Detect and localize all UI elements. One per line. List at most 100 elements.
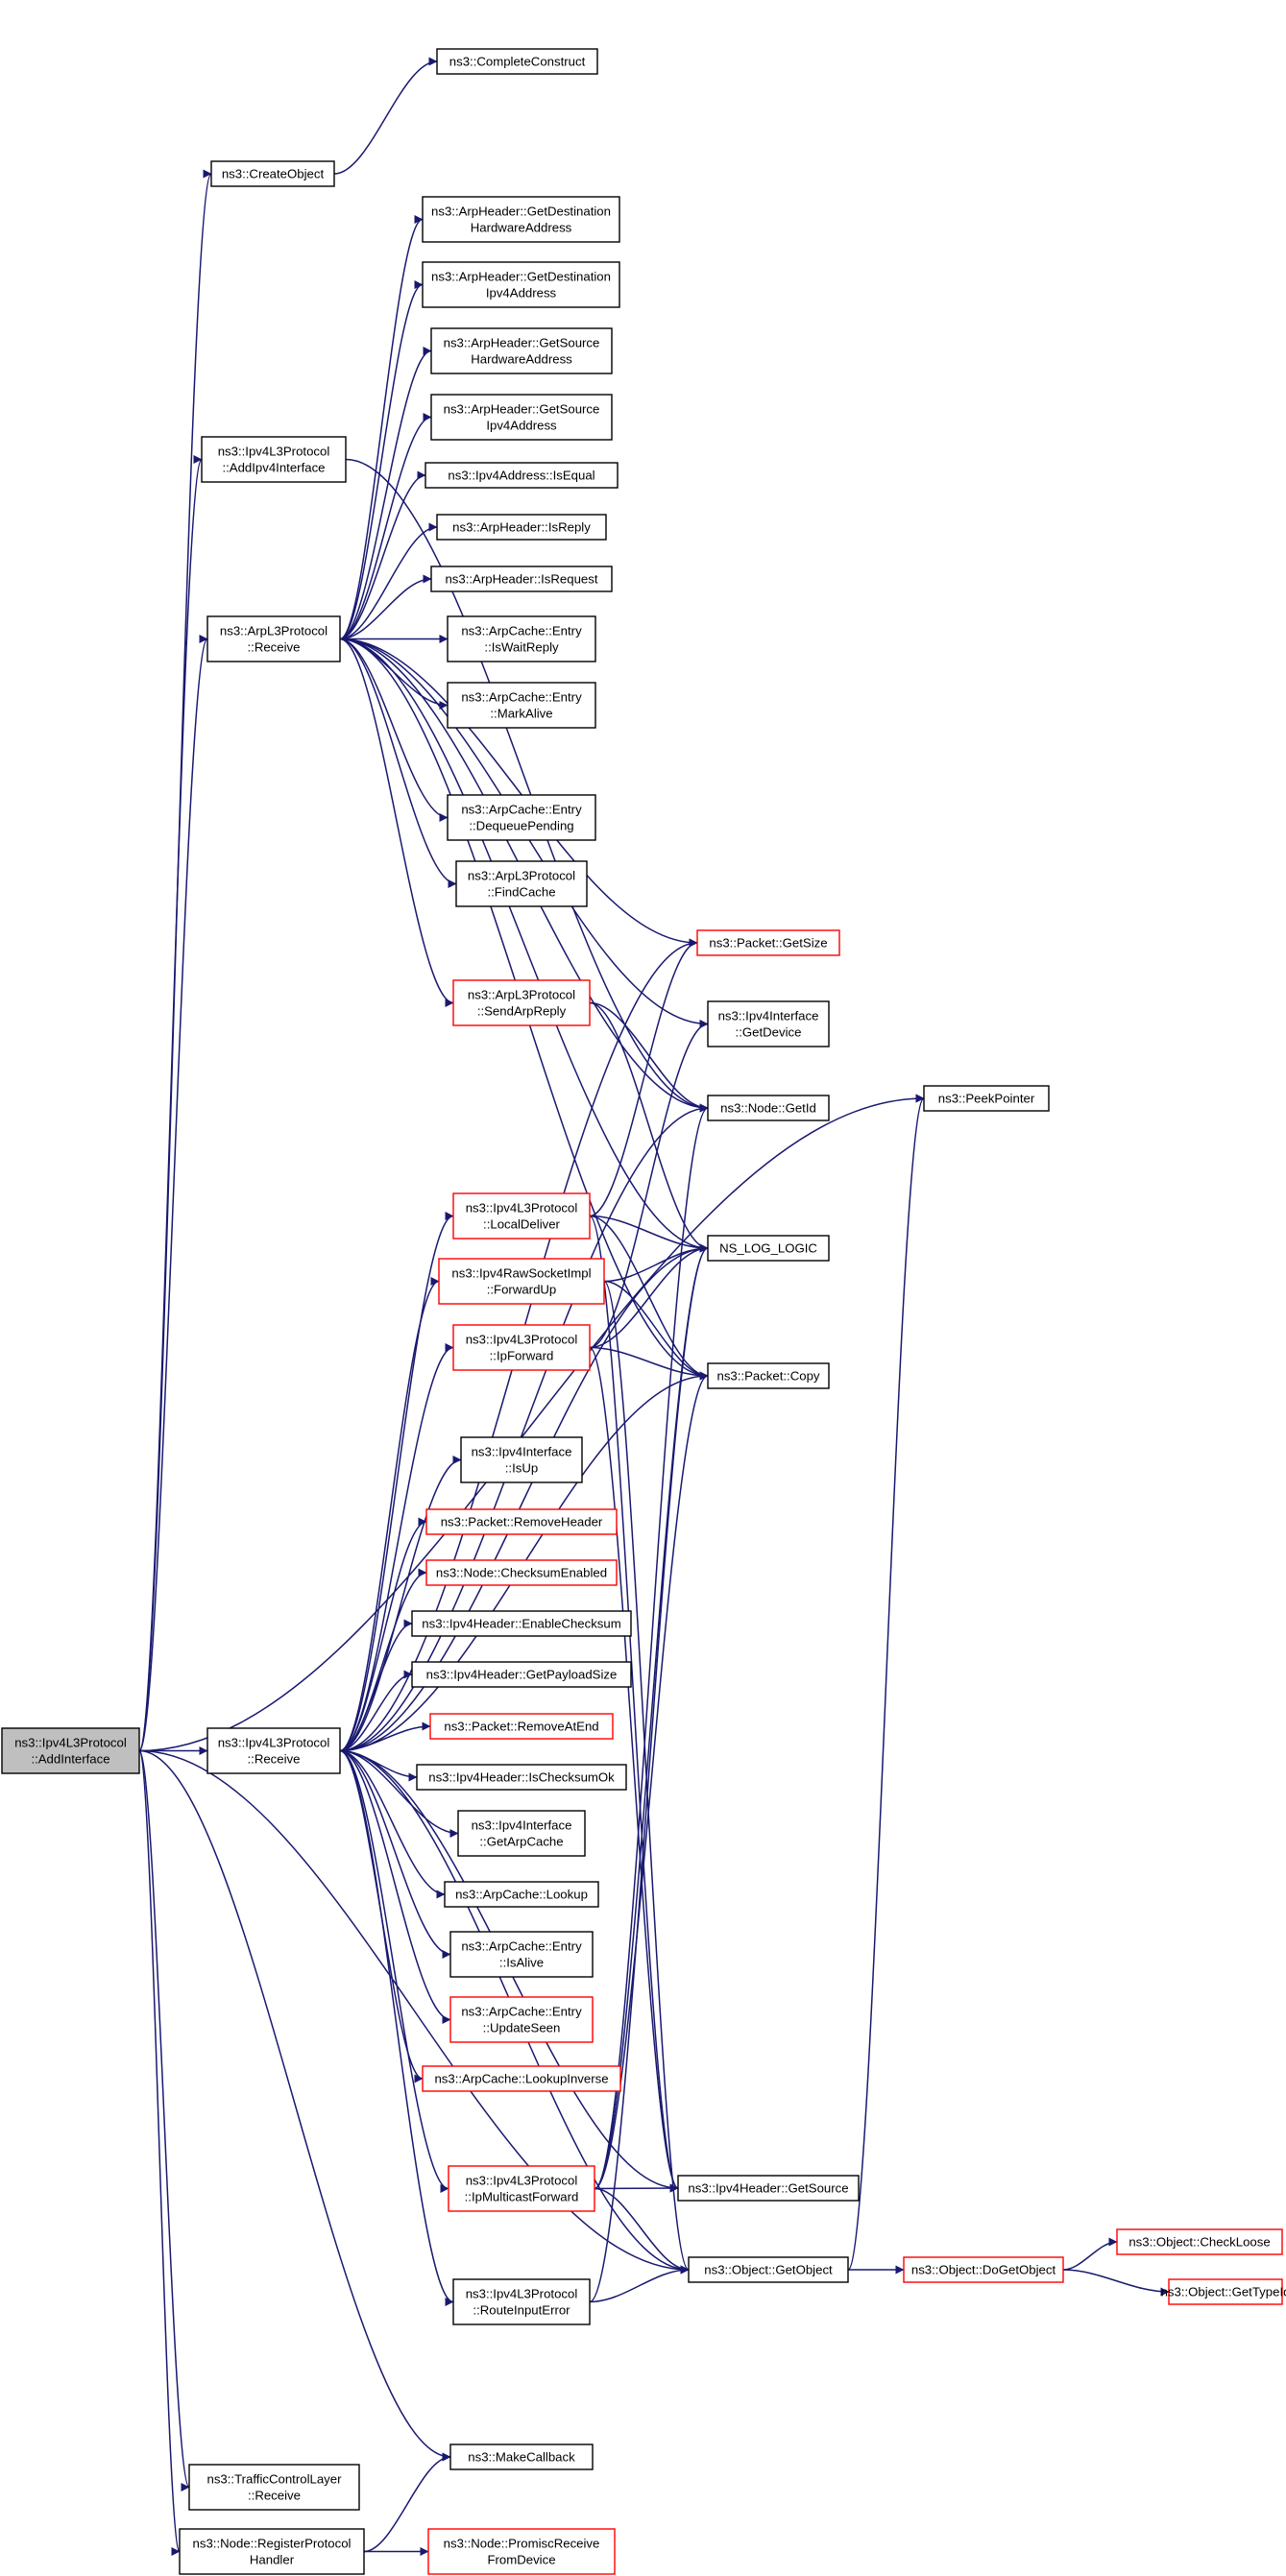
edge-line: [339, 1343, 454, 1752]
node-lookupinverse[interactable]: ns3::ArpCache::LookupInverse: [422, 2065, 621, 2092]
node-getdestipv4[interactable]: ns3::ArpHeader::GetDestinationIpv4Addres…: [422, 261, 620, 308]
node-tclreceive[interactable]: ns3::TrafficControlLayer::Receive: [188, 2464, 360, 2511]
node-removeheader[interactable]: ns3::Packet::RemoveHeader: [425, 1508, 618, 1535]
node-addipv4iface[interactable]: ns3::Ipv4L3Protocol::AddIpv4Interface: [201, 436, 347, 483]
node-isalive[interactable]: ns3::ArpCache::Entry::IsAlive: [449, 1931, 594, 1978]
node-markalive[interactable]: ns3::ArpCache::Entry::MarkAlive: [447, 682, 596, 729]
node-box: [903, 2256, 1064, 2283]
node-isequal[interactable]: ns3::Ipv4Address::IsEqual: [425, 462, 619, 489]
edge-ipforward-to-getsource: [589, 1346, 679, 2193]
node-box: [677, 2175, 860, 2202]
node-box: [452, 979, 591, 1026]
node-label-line: ns3::TrafficControlLayer: [207, 2472, 343, 2487]
node-getsource[interactable]: ns3::Ipv4Header::GetSource: [677, 2175, 860, 2202]
node-ipmulticastforward[interactable]: ns3::Ipv4L3Protocol::IpMulticastForward: [448, 2165, 595, 2212]
node-label-line: ns3::Ipv4L3Protocol: [466, 1333, 578, 1347]
edge-line: [339, 1721, 431, 1752]
node-arpreceive[interactable]: ns3::ArpL3Protocol::Receive: [206, 615, 341, 662]
node-label-line: ns3::ArpCache::LookupInverse: [434, 2072, 608, 2086]
edge-ipv4receive-to-forwardup: [339, 1277, 440, 1752]
node-isreply[interactable]: ns3::ArpHeader::IsReply: [436, 514, 607, 541]
edge-line: [138, 635, 208, 1752]
node-lookup[interactable]: ns3::ArpCache::Lookup: [444, 1881, 599, 1908]
node-label-line: ns3::ArpL3Protocol: [468, 988, 575, 1002]
edge-line: [603, 1280, 709, 1381]
nodes-layer: ns3::Ipv4L3Protocol::AddInterface ns3::Cr…: [1, 48, 1286, 2575]
node-isrequest[interactable]: ns3::ArpHeader::IsRequest: [430, 566, 613, 592]
edge-line: [594, 2187, 690, 2275]
node-createobject[interactable]: ns3::CreateObject: [210, 160, 335, 187]
node-box: [201, 436, 347, 483]
node-box: [455, 860, 588, 907]
edge-ipmulticastforward-to-nodegetid: [594, 1103, 709, 2190]
node-dequeuepending[interactable]: ns3::ArpCache::Entry::DequeuePending: [447, 794, 596, 841]
edge-line: [363, 2452, 451, 2553]
node-ipforward[interactable]: ns3::Ipv4L3Protocol::IpForward: [452, 1324, 591, 1371]
node-label-line: ::IpForward: [490, 1349, 554, 1363]
edge-line: [138, 1749, 190, 2492]
edge-ipv4receive-to-isalive: [339, 1749, 451, 1959]
node-box: [452, 2278, 591, 2325]
node-updateseen[interactable]: ns3::ArpCache::Entry::UpdateSeen: [449, 1996, 594, 2043]
node-iswaitreply[interactable]: ns3::ArpCache::Entry::IsWaitReply: [447, 615, 596, 662]
edge-createobject-to-completeconstruct: [333, 57, 438, 175]
node-getarpcache[interactable]: ns3::Ipv4Interface::GetArpCache: [457, 1810, 586, 1857]
node-getdesthw[interactable]: ns3::ArpHeader::GetDestinationHardwareAd…: [422, 196, 620, 243]
node-localdeliver[interactable]: ns3::Ipv4L3Protocol::LocalDeliver: [452, 1192, 591, 1240]
edge-forwardup-to-nslog: [603, 1243, 709, 1283]
node-box: [429, 1713, 614, 1740]
node-ifacegetdevice[interactable]: ns3::Ipv4Interface::GetDevice: [707, 1000, 830, 1047]
node-root[interactable]: ns3::Ipv4L3Protocol::AddInterface: [1, 1727, 140, 1774]
edge-line: [847, 1094, 925, 2271]
node-box: [411, 1661, 632, 1688]
node-enablechecksum[interactable]: ns3::Ipv4Header::EnableChecksum: [411, 1610, 632, 1637]
node-ipv4receive[interactable]: ns3::Ipv4L3Protocol::Receive: [206, 1727, 341, 1774]
node-removeatend[interactable]: ns3::Packet::RemoveAtEnd: [429, 1713, 614, 1740]
node-getsize[interactable]: ns3::Packet::GetSize: [696, 929, 840, 956]
node-box: [707, 1095, 830, 1121]
node-checkloose[interactable]: ns3::Object::CheckLoose: [1116, 2228, 1283, 2255]
node-box: [206, 1727, 341, 1774]
node-label-line: HardwareAddress: [471, 352, 572, 367]
node-findcache[interactable]: ns3::ArpL3Protocol::FindCache: [455, 860, 588, 907]
node-getpayloadsize[interactable]: ns3::Ipv4Header::GetPayloadSize: [411, 1661, 632, 1688]
node-ischecksumok[interactable]: ns3::Ipv4Header::IsChecksumOk: [416, 1764, 627, 1791]
edge-arpreceive-to-getsrcipv4: [339, 413, 432, 640]
edge-arpreceive-to-nslog: [339, 638, 709, 1253]
node-label-line: ns3::Ipv4Address::IsEqual: [448, 469, 594, 483]
node-packetcopy[interactable]: ns3::Packet::Copy: [707, 1362, 830, 1389]
node-dogetobject[interactable]: ns3::Object::DoGetObject: [903, 2256, 1064, 2283]
node-objgetobject[interactable]: ns3::Object::GetObject: [688, 2256, 849, 2283]
edge-ipv4receive-to-removeatend: [339, 1721, 431, 1752]
edge-line: [339, 1749, 459, 1838]
node-peekpointer[interactable]: ns3::PeekPointer: [923, 1085, 1050, 1112]
node-label-line: NS_LOG_LOGIC: [719, 1241, 817, 1256]
node-nodegetid[interactable]: ns3::Node::GetId: [707, 1095, 830, 1121]
edge-line: [339, 1243, 709, 1752]
node-label-line: ::IsAlive: [499, 1956, 544, 1970]
edge-line: [594, 1371, 709, 2190]
node-label-line: ::DequeuePending: [469, 819, 573, 833]
edge-localdeliver-to-getsource: [589, 1215, 679, 2193]
edge-line: [339, 215, 424, 640]
node-completeconstruct[interactable]: ns3::CompleteConstruct: [436, 48, 598, 75]
node-nslog[interactable]: NS_LOG_LOGIC: [707, 1235, 830, 1262]
node-forwardup[interactable]: ns3::Ipv4RawSocketImpl::ForwardUp: [438, 1258, 605, 1305]
node-label-line: ns3::Ipv4Interface: [718, 1009, 819, 1023]
node-box: [707, 1362, 830, 1389]
node-label-line: ::ForwardUp: [487, 1283, 557, 1297]
node-makecallback[interactable]: ns3::MakeCallback: [449, 2444, 594, 2470]
edges-layer: [138, 57, 1170, 2556]
node-box: [425, 1508, 618, 1535]
node-isup[interactable]: ns3::Ipv4Interface::IsUp: [460, 1436, 583, 1483]
node-sendarpreply[interactable]: ns3::ArpL3Protocol::SendArpReply: [452, 979, 591, 1026]
node-routeinputerror[interactable]: ns3::Ipv4L3Protocol::RouteInputError: [452, 2278, 591, 2325]
node-gettypeid[interactable]: ns3::Object::GetTypeId: [1161, 2278, 1286, 2305]
node-checksumenabled[interactable]: ns3::Node::ChecksumEnabled: [425, 1559, 618, 1586]
node-label-line: Ipv4Address: [486, 419, 557, 433]
node-label-line: ::AddInterface: [31, 1752, 109, 1767]
